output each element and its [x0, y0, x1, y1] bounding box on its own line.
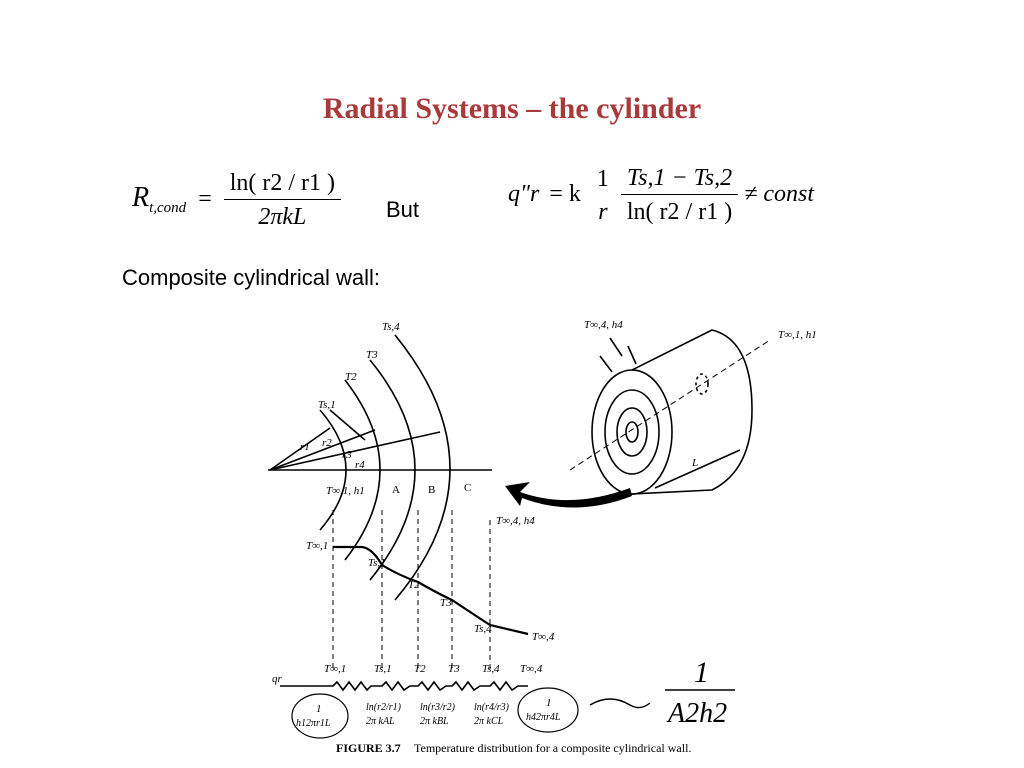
profile-t2: T2 — [408, 579, 420, 591]
equals-sign: = — [198, 186, 212, 213]
label-layer-a: A — [392, 484, 400, 496]
cylinder-core — [625, 421, 639, 443]
but-label: But — [386, 197, 420, 222]
label-layer-b: B — [428, 484, 435, 496]
resistance-1-num: 1 — [316, 703, 322, 715]
lhs-symbol: R — [132, 182, 150, 214]
label-tinf1-h1: T∞,1, h1 — [326, 485, 365, 497]
flux-fraction: Ts,1 − Ts,2 ln( r2 / r1 ) — [620, 165, 739, 226]
label-ts1: Ts,1 — [318, 399, 336, 411]
radius-r3 — [269, 431, 441, 471]
handwritten-circle-right — [517, 687, 579, 733]
node-ts1: Ts,1 — [374, 663, 392, 675]
resistance-4-num: ln(r4/r3) — [474, 702, 510, 713]
cylinder-front-face — [591, 369, 673, 495]
handwritten-circle-left — [291, 693, 349, 739]
handwritten-den: A2h2 — [666, 698, 727, 729]
factor-fraction: 1 r — [591, 166, 615, 226]
resistance-3-den: 2π kBL — [420, 716, 449, 727]
node-tinf4: T∞,4 — [520, 663, 543, 675]
label-r1: r1 — [300, 441, 310, 453]
figure-caption-label: FIGURE 3.7 — [336, 741, 401, 755]
profile-ts4: Ts,4 — [474, 623, 492, 635]
ts1-leader — [329, 409, 366, 441]
length-dimension — [654, 449, 741, 489]
profile-ts1: Ts,1 — [368, 557, 386, 569]
label-ts4: Ts,4 — [382, 321, 400, 333]
resistance-2-den: 2π kAL — [366, 716, 395, 727]
profile-tinf4: T∞,4 — [532, 631, 555, 643]
node-ts4: Ts,4 — [482, 663, 500, 675]
cylinder-back-hole — [695, 373, 709, 395]
factor-numerator: 1 — [596, 165, 609, 192]
label-t3: T3 — [366, 349, 378, 361]
resistance-1-den: h12πr1L — [296, 718, 331, 729]
incident-arrow-3 — [599, 355, 613, 373]
label-r4: r4 — [355, 459, 365, 471]
cylinder-ring-3 — [616, 407, 648, 457]
figure-caption-text: Temperature distribution for a composite… — [414, 741, 691, 755]
label-r3: r3 — [342, 449, 352, 461]
section-subtitle: Composite cylindrical wall: — [122, 265, 380, 290]
resistance-fraction: ln( r2 / r1 ) 2πkL — [223, 170, 342, 231]
thermal-circuit — [300, 680, 528, 692]
flux-denominator: ln( r2 / r1 ) — [626, 199, 733, 225]
slide-title: Radial Systems – the cylinder — [322, 92, 702, 125]
cyl-label-tinf4: T∞,4, h4 — [584, 319, 623, 331]
radius-r2 — [269, 429, 376, 471]
temperature-profile — [333, 545, 529, 636]
flux-numerator: Ts,1 − Ts,2 — [620, 165, 739, 195]
arc-r4 — [394, 334, 451, 601]
handwritten-squiggle — [589, 698, 651, 709]
radius-r1 — [269, 427, 331, 471]
not-constant: ≠ const — [744, 181, 815, 208]
factor-denominator: r — [598, 198, 608, 225]
cyl-label-tinf1: T∞,1, h1 — [778, 329, 817, 341]
resistance-5-den: h42πr4L — [526, 712, 561, 723]
incident-arrow-1 — [609, 337, 623, 357]
resistance-4-den: 2π kCL — [474, 716, 504, 727]
node-tinf1: T∞,1 — [324, 663, 346, 675]
flux-symbol: q″r — [508, 181, 540, 208]
profile-t3: T3 — [440, 597, 452, 609]
fraction-numerator: ln( r2 / r1 ) — [223, 170, 342, 200]
node-t3: T3 — [448, 663, 460, 675]
label-t2: T2 — [345, 371, 357, 383]
resistance-2-num: ln(r2/r1) — [366, 702, 402, 713]
handwritten-num: 1 — [694, 656, 709, 689]
conduction-resistance-equation: Rt,cond = ln( r2 / r1 ) 2πkL — [132, 170, 342, 231]
resistance-5-num: 1 — [546, 697, 552, 709]
cyl-label-length: L — [691, 457, 698, 469]
label-tinf4-h4: T∞,4, h4 — [496, 515, 535, 527]
equals-k: = k — [549, 181, 581, 208]
label-layer-c: C — [464, 482, 471, 494]
fraction-denominator: 2πkL — [258, 204, 307, 230]
connecting-arrow — [505, 482, 632, 508]
profile-tinf1: T∞,1 — [306, 540, 328, 552]
cylinder-ring-2 — [604, 389, 660, 475]
cylinder-illustration — [569, 329, 771, 495]
incident-arrow-2 — [627, 345, 637, 365]
heat-flux-equation: q″r = k 1 r Ts,1 − Ts,2 ln( r2 / r1 ) ≠ … — [508, 165, 814, 226]
resistance-3-num: ln(r3/r2) — [420, 702, 456, 713]
lhs-subscript: t,cond — [149, 199, 187, 216]
node-t2: T2 — [414, 663, 426, 675]
label-r2: r2 — [322, 437, 332, 449]
heat-flow-label: qr — [272, 673, 283, 685]
cylinder-body — [631, 329, 753, 495]
